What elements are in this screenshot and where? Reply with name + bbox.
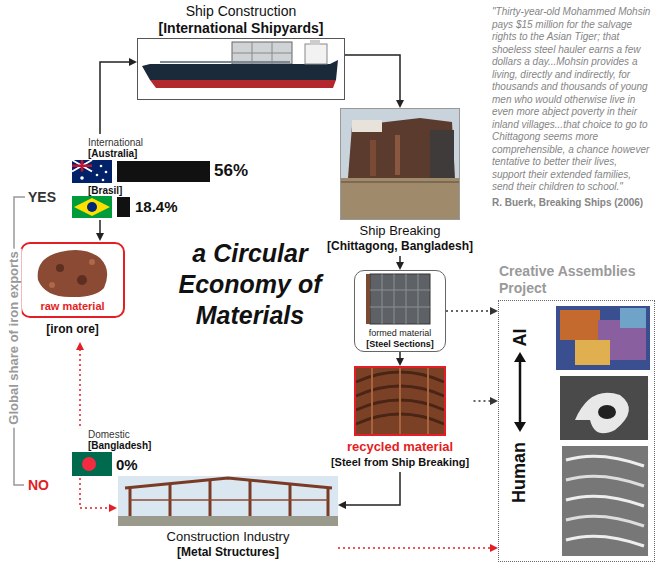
image-frame — [354, 366, 446, 436]
process-box: Ship Construction[International Shipyard… — [137, 38, 345, 100]
image-node: formed material[Steel Sections] — [354, 270, 446, 352]
box-text: [Steel from Ship Breaking] — [331, 455, 469, 469]
box-text: recycled material — [347, 439, 453, 455]
image-frame — [118, 476, 338, 526]
box-text: formed material — [369, 327, 432, 339]
connector — [396, 352, 404, 366]
box-text: Ship Construction — [186, 3, 297, 20]
flag-australia — [72, 160, 112, 183]
flag-label: Domestic — [88, 428, 130, 441]
image-node: recycled material[Steel from Ship Breaki… — [327, 366, 474, 472]
connector-line — [474, 400, 493, 402]
arrow-head — [490, 544, 498, 552]
box-text: [Steel Sections] — [366, 338, 434, 350]
connector — [474, 397, 499, 405]
flag-label: International — [88, 136, 143, 149]
arrow-head — [396, 262, 404, 270]
box-text: [International Shipyards] — [159, 20, 324, 37]
country-label: [Bangladesh] — [88, 439, 151, 452]
share-bar — [117, 161, 210, 182]
assembly-pictures — [514, 306, 650, 556]
connector — [396, 256, 404, 270]
recycled-steel-picture — [356, 368, 444, 434]
arrow-head — [396, 100, 404, 108]
connector-line — [338, 547, 492, 549]
scale-end-label: AI — [510, 328, 531, 346]
arrow-head — [396, 358, 404, 366]
connector-line — [446, 310, 492, 312]
country-label: [Australia] — [88, 147, 137, 160]
box-text: raw material — [40, 299, 104, 313]
country-label: [Brasil] — [88, 184, 122, 197]
connector — [446, 307, 498, 315]
iron-ore-picture — [38, 250, 108, 297]
ship-breaking-picture — [341, 109, 459, 219]
box-text: Ship Breaking — [360, 223, 441, 239]
connector — [338, 544, 498, 552]
image-frame — [340, 108, 460, 220]
percent-value: 18.4% — [135, 198, 178, 216]
connector — [338, 472, 400, 509]
flag-brazil — [72, 196, 112, 218]
connector — [345, 55, 404, 108]
box-heading: Creative Assemblies Project — [499, 263, 656, 297]
axis-answer: YES — [28, 189, 56, 206]
quote-text: "Thirty-year-old Mohammed Mohsin pays $1… — [492, 6, 652, 194]
scale-end-label: Human — [509, 441, 530, 502]
percent-value: 56% — [214, 161, 248, 181]
box-text: [iron ore] — [46, 322, 99, 337]
axis-answer: NO — [28, 477, 49, 494]
connector-line — [345, 55, 400, 102]
flag-bangladesh — [72, 452, 112, 476]
diagram-title: a Circular Economy of Materials — [165, 238, 335, 331]
arrow-head — [490, 307, 498, 315]
steel-section-picture — [366, 274, 430, 324]
share-bar — [117, 197, 130, 217]
steel-frame-picture — [118, 476, 338, 526]
image-node: raw material [iron ore] — [20, 242, 125, 338]
image-node: Construction Industry[Metal Structures] — [118, 476, 338, 562]
quote-source: R. Buerk, Breaking Ships (2006) — [492, 197, 652, 210]
ship-picture — [142, 40, 338, 88]
box-text: Construction Industry — [167, 529, 290, 545]
arrow-head — [338, 501, 346, 509]
arrow-head — [490, 397, 498, 405]
box-text: [Metal Structures] — [177, 545, 279, 560]
axis-label: Global share of iron exports — [6, 248, 22, 427]
connector-line — [344, 472, 400, 505]
image-node: Ship Breaking[Chittagong, Bangladesh] — [323, 108, 477, 256]
box-text: [Chittagong, Bangladesh] — [327, 239, 473, 254]
percent-value: 0% — [116, 456, 138, 474]
